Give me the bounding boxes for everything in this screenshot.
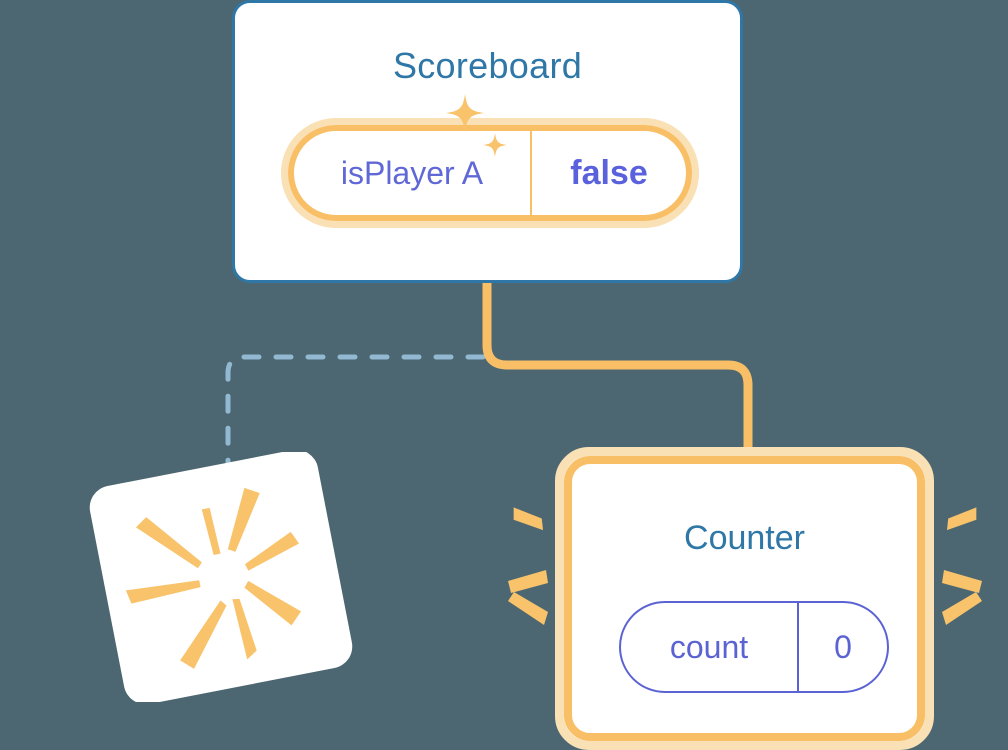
counter-rays-right xyxy=(942,507,982,625)
scoreboard-state-key: isPlayer A xyxy=(340,154,484,191)
sparkle-icon-large xyxy=(446,94,484,132)
blank-card[interactable] xyxy=(85,452,357,702)
sparkle-group xyxy=(446,94,507,157)
counter-rays-left xyxy=(508,507,548,625)
counter-card-inner: Counter count 0 xyxy=(564,456,925,741)
counter-pill-divider xyxy=(797,602,799,692)
counter-title: Counter xyxy=(684,519,805,557)
scoreboard-state-value: false xyxy=(570,153,648,192)
sparkle-icon-small xyxy=(483,133,507,157)
counter-state-value: 0 xyxy=(834,628,852,665)
scoreboard-state-pill[interactable]: isPlayer A false xyxy=(281,118,699,228)
counter-state-pill[interactable]: count 0 xyxy=(619,601,889,693)
blank-card-surface xyxy=(89,452,353,702)
burst-rays-icon xyxy=(942,507,982,625)
burst-rays-icon xyxy=(508,507,548,625)
counter-state-key: count xyxy=(669,628,749,665)
burst-rays-icon xyxy=(125,487,302,669)
scoreboard-state-pill-inner: isPlayer A false xyxy=(288,125,692,221)
scoreboard-pill-divider xyxy=(530,130,532,216)
scoreboard-title: Scoreboard xyxy=(392,45,583,86)
counter-card[interactable]: Counter count 0 xyxy=(555,447,934,750)
scoreboard-card[interactable]: Scoreboard isPlayer A false xyxy=(232,0,743,283)
connector-scoreboard-to-counter xyxy=(482,281,753,470)
